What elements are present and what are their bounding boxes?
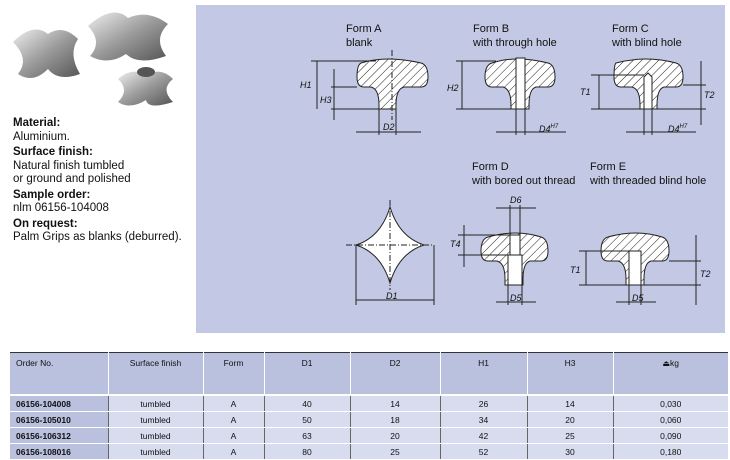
order-number-cell: 06156-106312 (10, 427, 108, 444)
table-cell: 20 (526, 411, 613, 428)
dim-h3: H3 (320, 95, 332, 105)
finish-value: or ground and polished (13, 173, 131, 185)
order-number-cell: 06156-104008 (10, 394, 108, 412)
table-cell: tumbled (107, 443, 203, 460)
order-number-cell: 06156-108016 (10, 443, 108, 460)
table-cell: 42 (439, 427, 527, 444)
on-request-value: Palm Grips as blanks (deburred). (13, 231, 182, 243)
sample-order-label: Sample order: (13, 188, 91, 201)
table-cell: tumbled (107, 411, 203, 428)
order-number-cell: 06156-105010 (10, 411, 108, 428)
dim-d2: D2 (383, 122, 395, 132)
column-header: Form (202, 352, 264, 395)
material-value: Aluminium. (13, 130, 70, 143)
column-header: Surface finish (107, 352, 203, 395)
table-cell: 14 (526, 394, 613, 412)
sample-order-value: nlm 06156-104008 (13, 202, 109, 214)
table-cell: 20 (349, 427, 440, 444)
technical-drawings (311, 50, 706, 305)
on-request-label: On request: (13, 217, 78, 230)
dim-t2-e: T2 (700, 269, 711, 279)
dim-d5-e: D5 (632, 293, 644, 303)
dim-h1: H1 (300, 80, 312, 90)
dim-t2-c: T2 (704, 90, 715, 100)
table-cell: 0,060 (612, 411, 728, 428)
table-cell: 0,030 (612, 394, 728, 412)
column-header: D2 (349, 352, 440, 395)
dim-d6: D6 (510, 195, 522, 205)
column-header: Order No. (10, 352, 108, 395)
table-cell: 0,090 (612, 427, 728, 444)
dim-t4: T4 (450, 239, 461, 249)
dim-h2: H2 (447, 83, 459, 93)
table-cell: 14 (349, 394, 440, 412)
dim-d5-d: D5 (510, 293, 522, 303)
table-cell: A (202, 443, 264, 460)
dim-t1-c: T1 (580, 87, 591, 97)
table-cell: A (202, 394, 264, 412)
table-cell: tumbled (107, 394, 203, 412)
material-label: Material: (13, 117, 61, 129)
weight-icon: ⏏ (662, 359, 671, 368)
table-cell: 18 (349, 411, 440, 428)
dim-t1-e: T1 (570, 265, 581, 275)
table-cell: A (202, 427, 264, 444)
table-cell: 30 (526, 443, 613, 460)
table-cell: 0,180 (612, 443, 728, 460)
column-header: H3 (526, 352, 613, 395)
table-cell: 26 (439, 394, 527, 412)
table-cell: A (202, 411, 264, 428)
dim-d4-b: D4H7 (539, 124, 559, 134)
specifications: Material: Aluminium. Surface finish: Nat… (13, 115, 182, 245)
column-header: ⏏kg (612, 352, 728, 395)
finish-label: Surface finish: (13, 146, 93, 158)
dim-d1: D1 (386, 291, 398, 301)
table-cell: 63 (263, 427, 350, 444)
table-cell: 34 (439, 411, 527, 428)
table-cell: tumbled (107, 427, 203, 444)
table-cell: 25 (349, 443, 440, 460)
table-cell: 52 (439, 443, 527, 460)
table-cell: 40 (263, 394, 350, 412)
table-cell: 25 (526, 427, 613, 444)
finish-value: Natural finish tumbled (13, 159, 125, 172)
table-cell: 50 (263, 411, 350, 428)
dim-d4-c: D4H7 (668, 124, 688, 134)
column-header: D1 (263, 352, 350, 395)
table-cell: 80 (263, 443, 350, 460)
column-header: H1 (439, 352, 527, 395)
product-photo (13, 12, 173, 106)
